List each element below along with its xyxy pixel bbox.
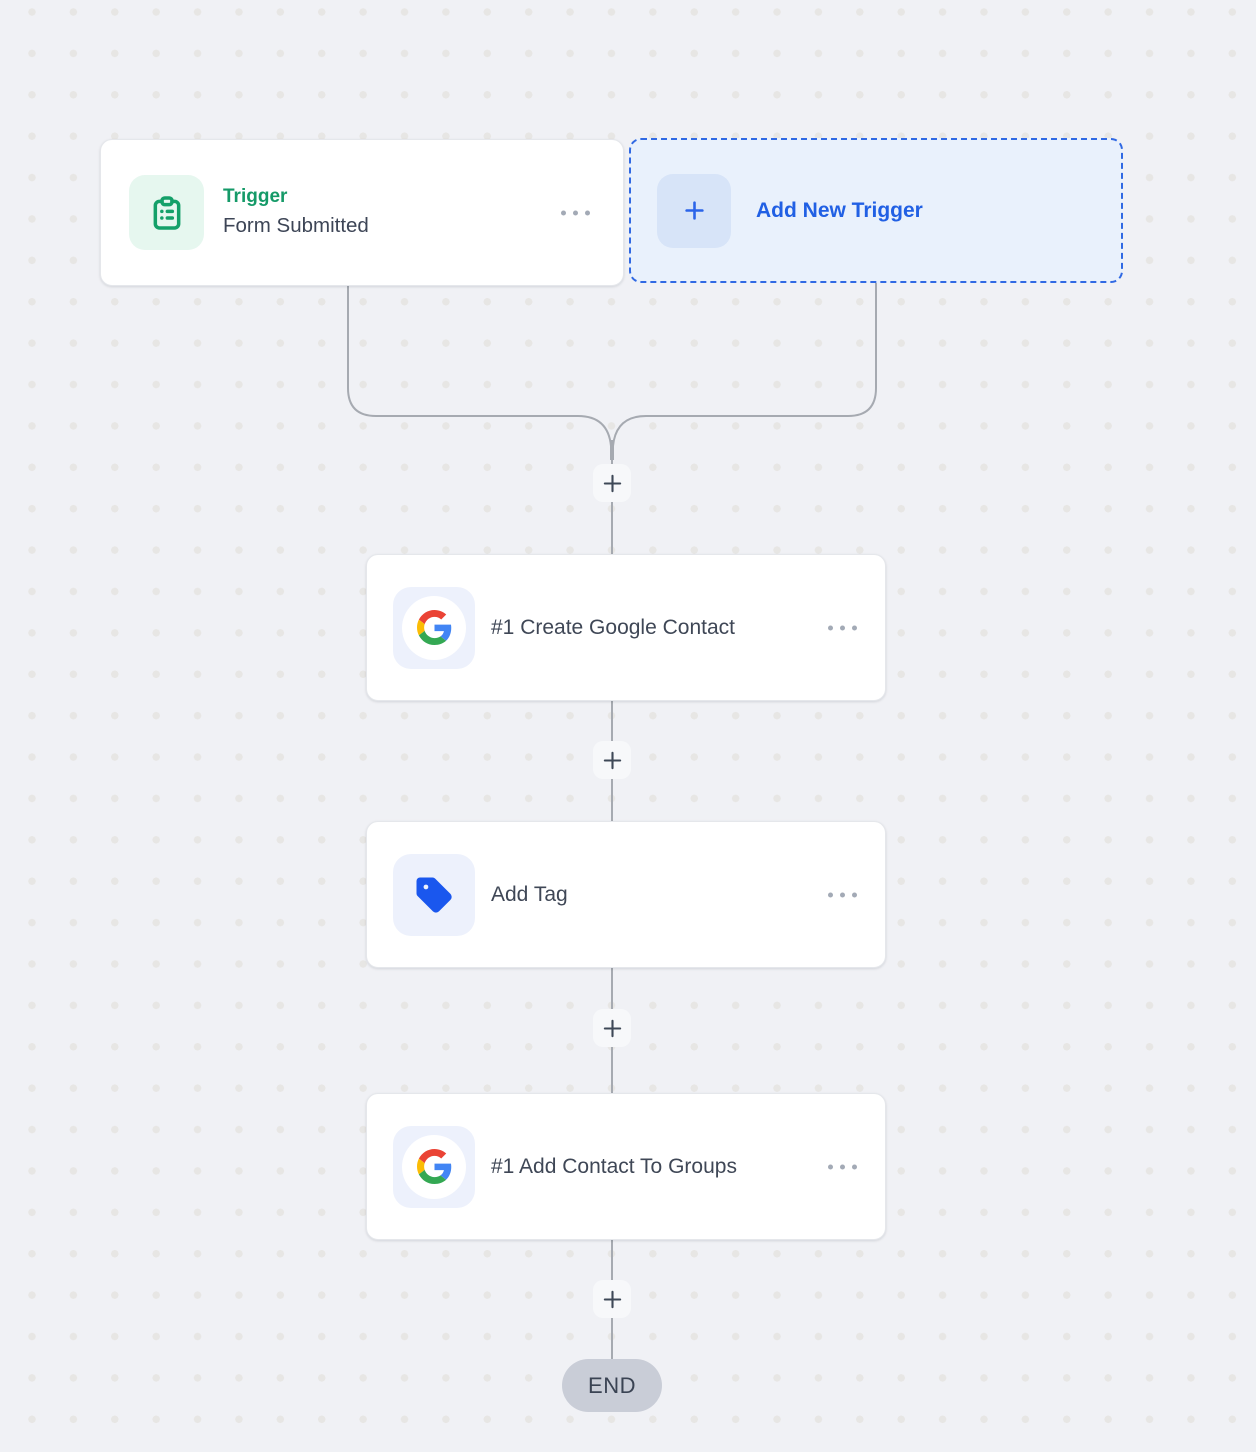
ellipsis-icon xyxy=(561,210,566,215)
end-label: END xyxy=(588,1372,636,1398)
trigger-tile xyxy=(129,175,204,250)
google-logo-icon xyxy=(402,595,466,660)
step-card-add-contact-to-groups[interactable]: #1 Add Contact To Groups xyxy=(366,1093,886,1240)
google-logo-icon xyxy=(402,1134,466,1199)
add-new-trigger-label: Add New Trigger xyxy=(756,198,923,222)
ellipsis-icon xyxy=(828,892,833,897)
step-card-add-tag[interactable]: Add Tag xyxy=(366,821,886,968)
step-icon-tile xyxy=(393,1125,475,1208)
trigger-category-label: Trigger xyxy=(223,186,288,208)
add-step-button-2[interactable] xyxy=(593,741,631,779)
plus-icon xyxy=(601,1017,624,1040)
step-icon-tile xyxy=(393,586,475,669)
clipboard-list-icon xyxy=(147,193,187,233)
step-menu-button[interactable] xyxy=(824,1156,861,1177)
add-new-trigger-button[interactable]: Add New Trigger xyxy=(629,138,1123,283)
step-menu-button[interactable] xyxy=(824,884,861,905)
step-label: #1 Add Contact To Groups xyxy=(491,1154,737,1178)
add-trigger-plus-tile xyxy=(657,173,731,248)
ellipsis-icon xyxy=(828,625,833,630)
plus-icon xyxy=(601,472,624,495)
step-label: #1 Create Google Contact xyxy=(491,615,735,639)
trigger-card[interactable]: Trigger Form Submitted xyxy=(100,139,624,286)
tag-icon xyxy=(413,874,455,916)
step-icon-tile xyxy=(393,853,475,936)
add-step-button-3[interactable] xyxy=(593,1009,631,1047)
step-label: Add Tag xyxy=(491,882,568,906)
plus-icon xyxy=(681,197,708,224)
trigger-menu-button[interactable] xyxy=(557,202,594,223)
add-step-button-1[interactable] xyxy=(593,464,631,502)
step-menu-button[interactable] xyxy=(824,617,861,638)
step-card-create-google-contact[interactable]: #1 Create Google Contact xyxy=(366,554,886,701)
plus-icon xyxy=(601,749,624,772)
trigger-name: Form Submitted xyxy=(223,214,369,238)
add-step-button-4[interactable] xyxy=(593,1280,631,1318)
ellipsis-icon xyxy=(828,1164,833,1169)
end-badge: END xyxy=(562,1359,662,1412)
plus-icon xyxy=(601,1288,624,1311)
